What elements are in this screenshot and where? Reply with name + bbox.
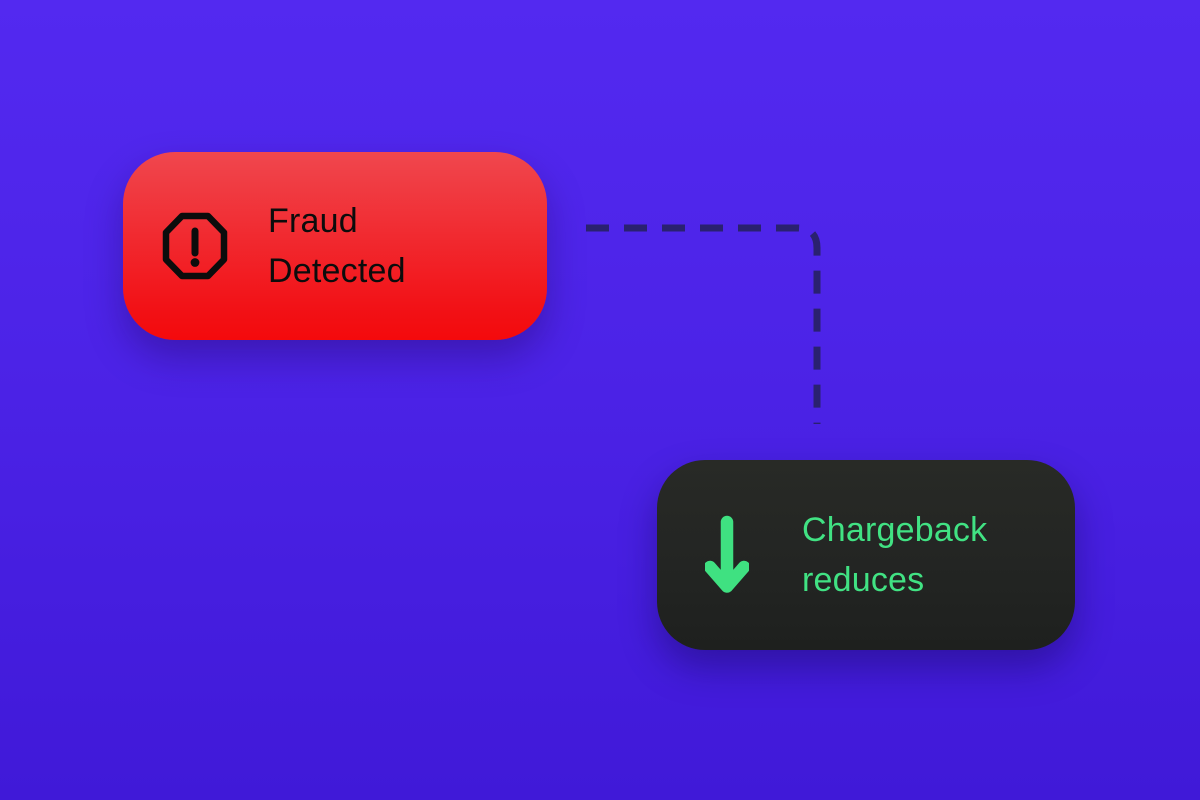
node-fraud-label-line2: Detected xyxy=(268,252,406,290)
alert-octagon-icon xyxy=(162,212,228,280)
node-fraud-detected: Fraud Detected xyxy=(123,152,547,340)
node-chargeback-label: Chargeback reduces xyxy=(802,505,987,605)
node-chargeback-label-line1: Chargeback xyxy=(802,511,988,549)
node-chargeback-label-line2: reduces xyxy=(802,561,925,599)
node-fraud-label: Fraud Detected xyxy=(268,196,406,296)
node-chargeback-reduces: Chargeback reduces xyxy=(657,460,1075,650)
node-fraud-label-line1: Fraud xyxy=(268,202,358,240)
arrow-down-icon xyxy=(705,515,749,593)
